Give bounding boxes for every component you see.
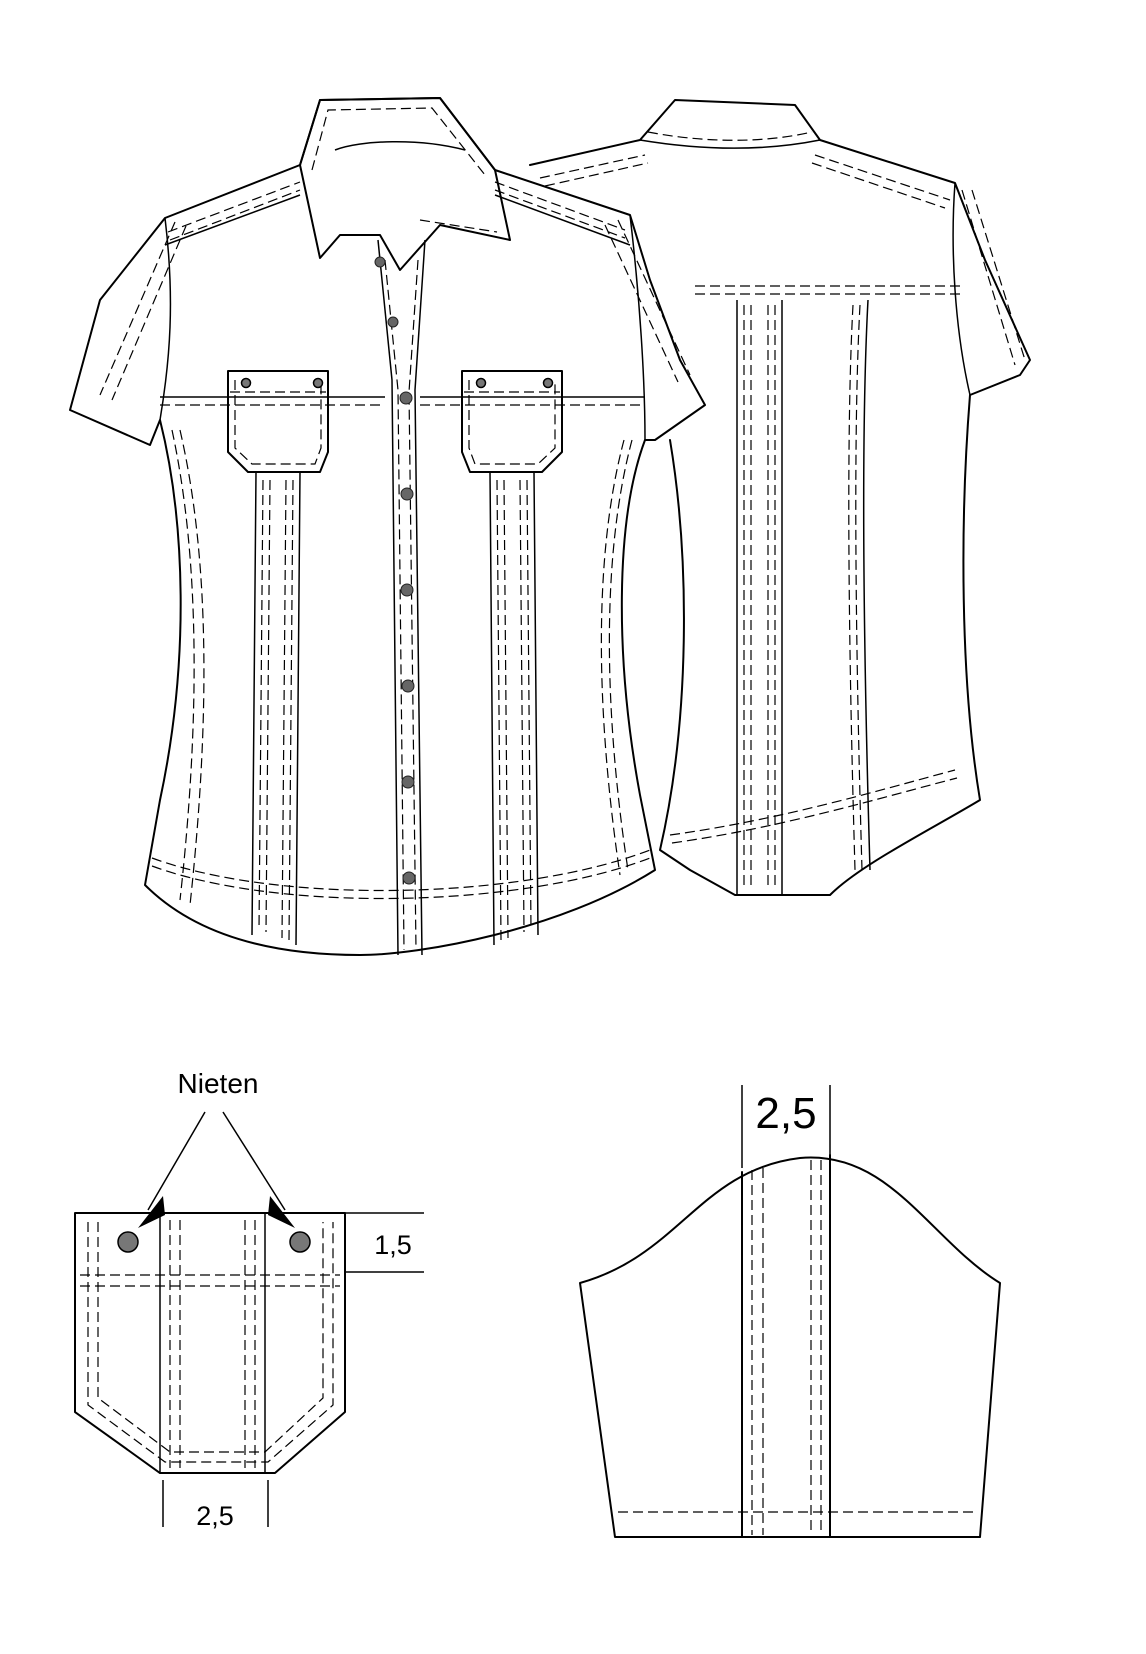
button-7 [401, 775, 415, 789]
front-left-pocket-rivet-left [240, 377, 252, 389]
front-right-pocket-stitch [464, 380, 560, 465]
pocket-top-measure-label: 1,5 [374, 1230, 412, 1260]
back-center-band [736, 300, 783, 895]
front-right-pocket-rivet-right [542, 377, 554, 389]
back-shoulder-stitch [539, 154, 951, 209]
front-right-yoke-stitch [494, 181, 626, 239]
pocket-top-measure-lines [345, 1212, 424, 1273]
pocket-detail-outline [74, 1212, 346, 1474]
rivet-leader-right [222, 1111, 286, 1211]
front-collar-stitch [311, 107, 498, 233]
back-center-band-stitch [743, 305, 776, 890]
back-body-outline [529, 99, 1031, 896]
sleeve-detail-outline [579, 1156, 1001, 1538]
sleeve-detail-band-stitch [751, 1160, 822, 1535]
front-placket-stitch [384, 259, 419, 951]
front-left-pocket [227, 370, 329, 473]
button-8 [402, 871, 416, 885]
front-right-armhole [629, 214, 646, 441]
front-left-yoke-stitch [167, 181, 301, 241]
pocket-detail-rivet-left [117, 1231, 139, 1253]
pocket-detail: Nieten 1,5 2,5 [74, 1068, 424, 1531]
button-6 [401, 679, 415, 693]
pocket-bottom-measure-lines [162, 1480, 269, 1527]
shirt-back-view [529, 99, 1031, 896]
front-left-pocket-stitch [230, 380, 326, 465]
pocket-detail-band [159, 1213, 266, 1473]
front-right-sleeve-topstitch [604, 219, 691, 383]
sleeve-detail: 2,5 [579, 1085, 1001, 1538]
shirt-front-view [69, 97, 706, 956]
front-right-band-stitch [496, 479, 532, 941]
front-placket [377, 239, 426, 956]
button-1 [374, 256, 386, 268]
rivet-leader-left [147, 1111, 206, 1211]
button-4 [400, 487, 414, 501]
rivets-label: Nieten [178, 1068, 259, 1099]
front-right-side-stitch [600, 439, 633, 876]
back-hem-stitch [669, 769, 958, 844]
front-left-armhole [159, 217, 172, 421]
back-right-seam-stitch [848, 304, 863, 871]
sleeve-measure-lines [741, 1085, 831, 1168]
pocket-detail-rivet-right [289, 1231, 311, 1253]
front-right-pocket-rivet-left [475, 377, 487, 389]
back-right-seam [863, 299, 871, 871]
front-left-band-stitch [258, 479, 294, 941]
back-armhole [952, 182, 971, 396]
front-left-yoke [164, 194, 301, 246]
front-left-pocket-rivet-right [312, 377, 324, 389]
button-5 [400, 583, 414, 597]
back-collar [639, 139, 821, 149]
front-left-sleeve-topstitch [99, 221, 187, 401]
front-collar [299, 97, 511, 271]
sleeve-measure-label: 2,5 [755, 1089, 816, 1138]
rivet-arrow-left [138, 1196, 165, 1228]
button-2 [387, 316, 399, 328]
back-yoke-stitch [695, 285, 960, 295]
pocket-bottom-measure-label: 2,5 [196, 1501, 234, 1531]
front-left-side-stitch [171, 429, 205, 906]
front-right-band [489, 471, 539, 946]
front-right-pocket [461, 370, 563, 473]
pocket-detail-flap-stitch [80, 1274, 340, 1287]
sleeve-detail-band [741, 1154, 831, 1538]
front-right-yoke [494, 194, 631, 246]
pocket-detail-band-stitch [169, 1220, 256, 1468]
back-sleeve-stitch [961, 189, 1026, 366]
front-collar-stand [334, 141, 466, 151]
front-body-outline [69, 97, 706, 956]
rivet-arrow-right [268, 1196, 295, 1228]
front-left-band [251, 471, 301, 946]
front-hem-stitch [151, 849, 651, 900]
pocket-detail-edge-stitch [87, 1222, 334, 1463]
back-collar-stitch [647, 131, 813, 141]
button-3 [399, 391, 413, 405]
